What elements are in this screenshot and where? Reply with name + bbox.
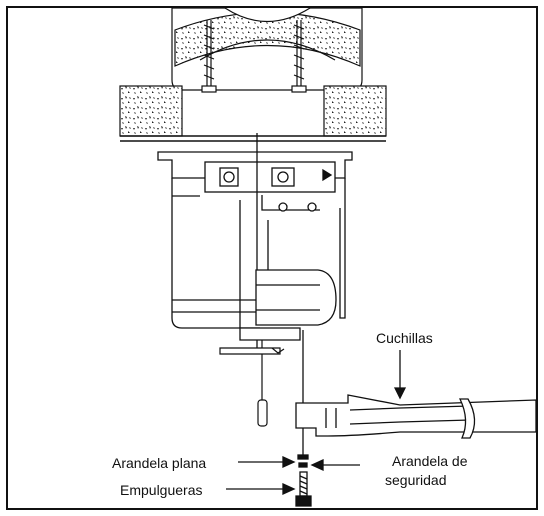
insulation-block-left	[119, 85, 183, 137]
label-cuchillas: Cuchillas	[376, 330, 433, 346]
callout-arrows	[226, 350, 407, 496]
ceiling-line	[120, 135, 386, 142]
pull-chain	[219, 340, 285, 427]
blade-bracket	[295, 394, 537, 439]
motor-housing	[171, 178, 346, 341]
label-arandela-seguridad-line1: Arandela de	[392, 453, 468, 469]
insulation-block-right	[323, 85, 387, 137]
label-arandela-seguridad-line2: seguridad	[385, 472, 447, 488]
canopy-bracket	[157, 133, 353, 350]
blade-screw-assembly	[295, 330, 312, 507]
label-empulgueras: Empulgueras	[120, 482, 203, 498]
diagram-border	[6, 6, 538, 510]
ceiling-box	[171, 7, 363, 93]
label-arandela-plana: Arandela plana	[112, 455, 207, 471]
